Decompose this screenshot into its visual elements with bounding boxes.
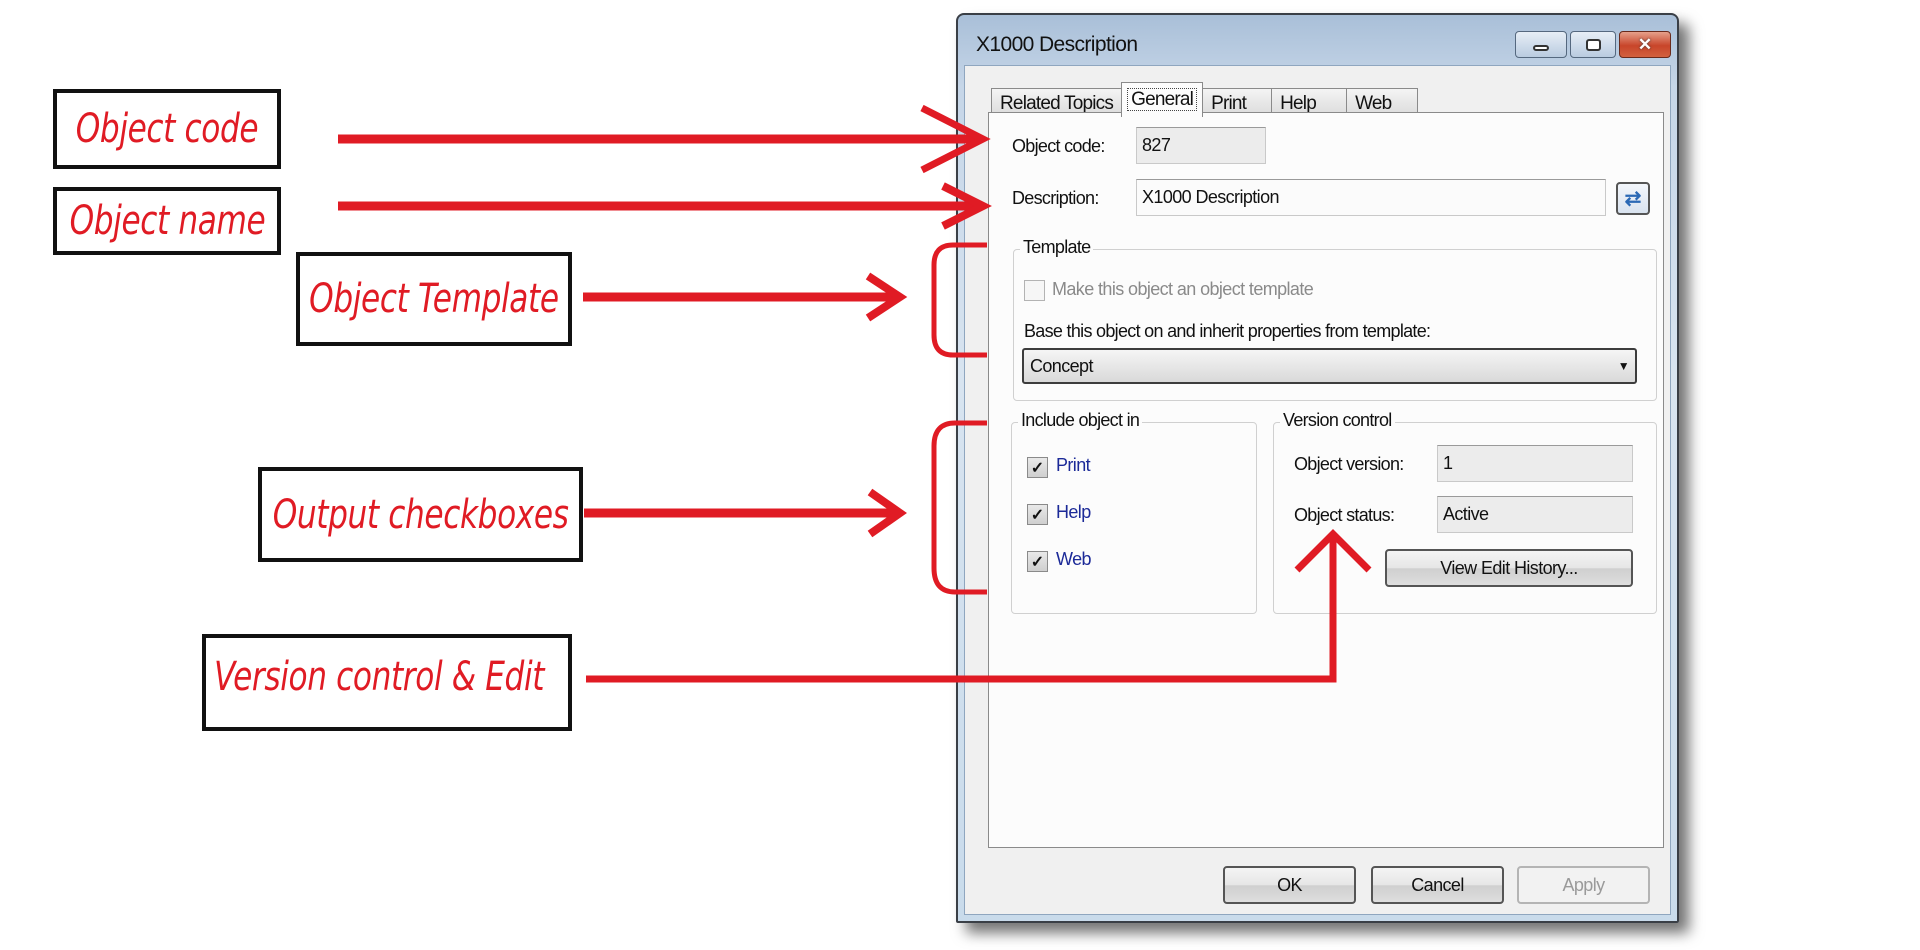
annotation-text: Object name	[69, 198, 265, 244]
tab-label: Print	[1211, 93, 1247, 114]
object-status-field: Active	[1437, 496, 1633, 533]
template-group-title: Template	[1020, 237, 1094, 258]
template-group: Template Make this object an object temp…	[1013, 237, 1657, 401]
tab-label: Related Topics	[1000, 93, 1114, 114]
object-version-label: Object version:	[1294, 454, 1404, 474]
object-version-field: 1	[1437, 445, 1633, 482]
select-value: Concept	[1030, 356, 1093, 376]
object-code-field[interactable]: 827	[1136, 127, 1266, 164]
dialog-client-area: Related Topics General Print Help Web Ob…	[964, 65, 1671, 915]
annotation-text: Object code	[75, 106, 259, 152]
x1000-description-dialog: X1000 Description ✕ Related Topics Gener…	[956, 13, 1679, 923]
dropdown-arrow-icon: ▼	[1617, 359, 1630, 373]
label-text: Object code:	[1012, 136, 1105, 156]
checkmark-icon: ✓	[1030, 459, 1045, 477]
tab-general[interactable]: General	[1121, 82, 1204, 117]
make-template-label: Make this object an object template	[1052, 279, 1314, 299]
include-web-checkbox[interactable]: ✓	[1027, 551, 1048, 572]
include-print-link[interactable]: Print	[1056, 455, 1091, 475]
close-button[interactable]: ✕	[1619, 31, 1671, 58]
annotation-text: Output checkboxes	[272, 491, 569, 538]
include-web-link[interactable]: Web	[1056, 549, 1091, 569]
version-control-group: Version control Object version: 1 Object…	[1273, 410, 1657, 614]
version-group-title: Version control	[1280, 410, 1395, 431]
annotation-object-code: Object code	[53, 89, 281, 169]
annotation-object-template: Object Template	[296, 252, 572, 346]
title-bar[interactable]: X1000 Description ✕	[958, 15, 1677, 65]
base-template-label: Base this object on and inherit properti…	[1024, 321, 1431, 341]
include-object-group: Include object in ✓ Print ✓ Help ✓ Web	[1011, 410, 1257, 614]
minimize-button[interactable]	[1515, 31, 1567, 58]
refresh-button[interactable]: ⇄	[1616, 182, 1650, 215]
maximize-icon	[1585, 38, 1601, 51]
view-edit-history-button[interactable]: View Edit History...	[1385, 549, 1633, 587]
make-template-checkbox[interactable]	[1024, 280, 1045, 301]
include-group-title: Include object in	[1018, 410, 1143, 431]
annotation-output-checkboxes: Output checkboxes	[258, 467, 583, 562]
minimize-icon	[1533, 44, 1549, 51]
tab-label: Web	[1355, 93, 1392, 114]
apply-button[interactable]: Apply	[1517, 866, 1650, 904]
checkmark-icon: ✓	[1030, 506, 1045, 524]
tab-label: Help	[1280, 93, 1317, 114]
ok-button[interactable]: OK	[1223, 866, 1356, 904]
object-status-label: Object status:	[1294, 505, 1395, 525]
dialog-title: X1000 Description	[976, 33, 1138, 56]
close-icon: ✕	[1637, 34, 1653, 54]
annotation-text: Object Template	[309, 276, 559, 322]
annotation-object-name: Object name	[53, 187, 281, 255]
label-text: Description:	[1012, 188, 1099, 208]
arrowhead-icon	[865, 272, 908, 322]
general-tab-panel: Object code: 827 Description: X1000 Desc…	[988, 112, 1664, 848]
base-template-select[interactable]: Concept ▼	[1022, 348, 1637, 384]
object-code-label: Object code:	[1012, 136, 1105, 157]
maximize-button[interactable]	[1570, 31, 1616, 58]
description-input[interactable]: X1000 Description	[1136, 179, 1606, 216]
include-help-checkbox[interactable]: ✓	[1027, 504, 1048, 525]
tab-label: General	[1127, 88, 1198, 111]
include-print-checkbox[interactable]: ✓	[1027, 457, 1048, 478]
annotation-text: Version control & Edit	[214, 654, 545, 700]
description-label: Description:	[1012, 188, 1099, 209]
include-help-link[interactable]: Help	[1056, 502, 1091, 522]
checkmark-icon: ✓	[1030, 553, 1045, 571]
annotation-version-control: Version control & Edit	[202, 634, 572, 731]
refresh-icon: ⇄	[1624, 188, 1642, 210]
cancel-button[interactable]: Cancel	[1371, 866, 1504, 904]
arrowhead-icon	[867, 488, 907, 538]
tab-strip: Related Topics General Print Help Web	[991, 82, 1419, 117]
